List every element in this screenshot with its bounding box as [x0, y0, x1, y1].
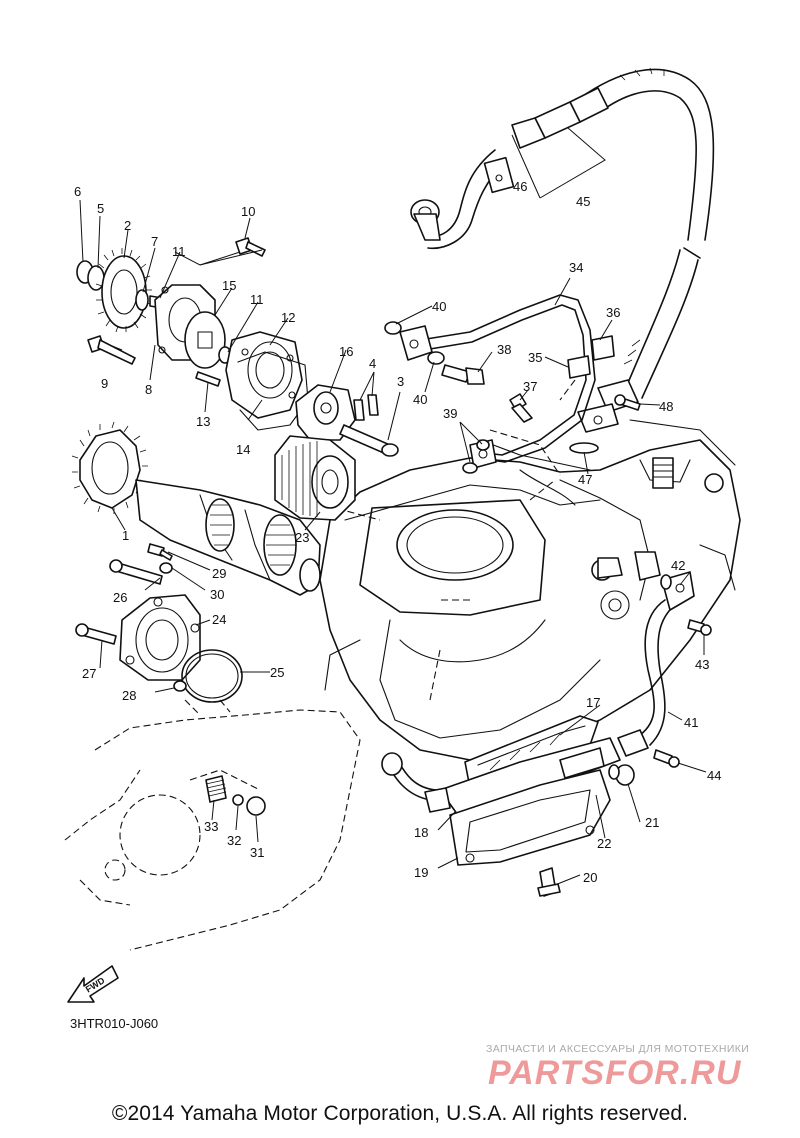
- copyright-notice: ©2014 Yamaha Motor Corporation, U.S.A. A…: [111, 1102, 689, 1125]
- callout-18: 18: [414, 825, 428, 840]
- forward-arrow-icon: FWD: [67, 965, 119, 1003]
- callout-45: 45: [576, 194, 590, 209]
- callout-44: 44: [707, 768, 721, 783]
- callout-13: 13: [196, 414, 210, 429]
- callout-24: 24: [212, 612, 226, 627]
- callout-11a: 11: [172, 244, 186, 259]
- callout-20: 20: [583, 870, 597, 885]
- oil-hose-upper: [410, 67, 715, 249]
- callout-32: 32: [227, 833, 241, 848]
- watermark-tagline: ЗАПЧАСТИ И АКСЕССУАРЫ ДЛЯ МОТОТЕХНИКИ: [486, 1043, 750, 1055]
- callout-numbers: 1 2 3 4 5 6 7 8 9 10 11 11 12 13 14 15 1…: [74, 179, 721, 885]
- side-cover-outline: [64, 699, 361, 951]
- callout-36: 36: [606, 305, 620, 320]
- callout-31: 31: [250, 845, 264, 860]
- callout-8: 8: [145, 382, 152, 397]
- left-cover-parts: [75, 543, 266, 816]
- callout-28: 28: [122, 688, 136, 703]
- callout-7: 7: [151, 234, 158, 249]
- callout-12: 12: [281, 310, 295, 325]
- gear-shaft-assembly: [71, 421, 321, 596]
- callout-38: 38: [497, 342, 511, 357]
- callout-17: 17: [586, 695, 600, 710]
- callout-29: 29: [212, 566, 226, 581]
- callout-5: 5: [97, 201, 104, 216]
- callout-23: 23: [295, 530, 309, 545]
- callout-22: 22: [597, 836, 611, 851]
- callout-1: 1: [122, 528, 129, 543]
- callout-40b: 40: [413, 392, 427, 407]
- callout-10: 10: [241, 204, 255, 219]
- callout-15: 15: [222, 278, 236, 293]
- oil-pipe-lower-right: [608, 571, 712, 786]
- crankcase: [304, 419, 741, 761]
- callout-47: 47: [578, 472, 592, 487]
- callout-43: 43: [695, 657, 709, 672]
- callout-27: 27: [82, 666, 96, 681]
- callout-37: 37: [523, 379, 537, 394]
- callout-4: 4: [369, 356, 376, 371]
- callout-21: 21: [645, 815, 659, 830]
- callout-16: 16: [339, 344, 353, 359]
- callout-41: 41: [684, 715, 698, 730]
- callout-19: 19: [414, 865, 428, 880]
- callout-3: 3: [397, 374, 404, 389]
- callout-39: 39: [443, 406, 457, 421]
- watermark-logo: PARTSFOR.RU: [488, 1054, 742, 1092]
- callout-46: 46: [513, 179, 527, 194]
- leader-lines: [79, 199, 707, 886]
- callout-30: 30: [210, 587, 224, 602]
- callout-25: 25: [270, 665, 284, 680]
- oil-hose-right: [569, 247, 701, 454]
- callout-14: 14: [236, 442, 250, 457]
- callout-48: 48: [659, 399, 673, 414]
- oil-pump-group: [76, 237, 309, 431]
- callout-40a: 40: [432, 299, 446, 314]
- callout-35: 35: [528, 350, 542, 365]
- callout-9: 9: [101, 376, 108, 391]
- callout-11b: 11: [250, 292, 264, 307]
- callout-33: 33: [204, 819, 218, 834]
- oil-pipe-group: [384, 294, 615, 501]
- callout-34: 34: [569, 260, 583, 275]
- oil-filter-group: [274, 384, 399, 521]
- callout-26: 26: [113, 590, 127, 605]
- diagram-code: 3HTR010-J060: [70, 1016, 159, 1031]
- callout-2: 2: [124, 218, 131, 233]
- callout-42: 42: [671, 558, 685, 573]
- strainer-plate-group: [381, 715, 621, 897]
- callout-6: 6: [74, 184, 81, 199]
